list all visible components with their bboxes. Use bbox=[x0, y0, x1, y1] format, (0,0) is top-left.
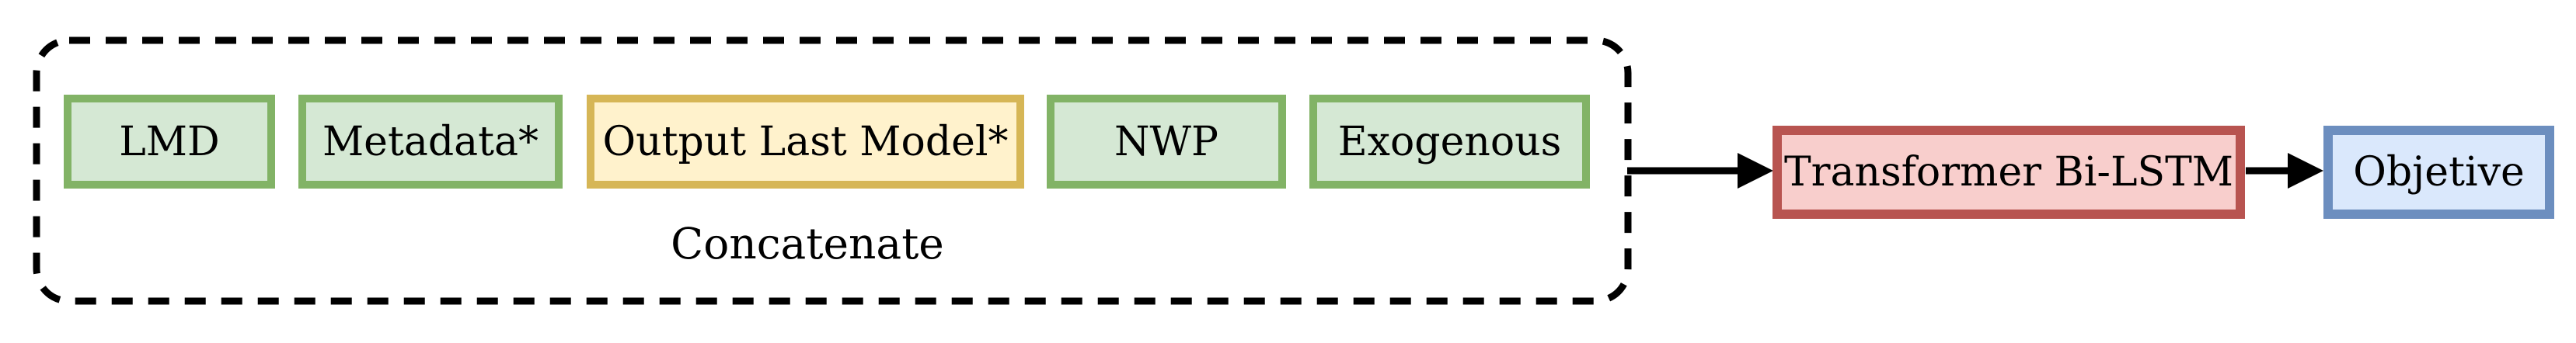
concatenate-group-label: Concatenate bbox=[671, 219, 944, 269]
input-box-nwp: NWP bbox=[1047, 95, 1286, 189]
input-box-output-last-model-label: Output Last Model* bbox=[602, 118, 1009, 165]
objetive-box: Objetive bbox=[2323, 126, 2554, 219]
objetive-label: Objetive bbox=[2353, 149, 2525, 196]
input-box-lmd: LMD bbox=[64, 95, 275, 189]
input-box-lmd-label: LMD bbox=[119, 118, 220, 165]
input-box-exogenous-label: Exogenous bbox=[1337, 118, 1562, 165]
input-box-metadata-label: Metadata* bbox=[322, 118, 539, 165]
input-box-exogenous: Exogenous bbox=[1309, 95, 1590, 189]
arrow-transformer-to-objetive-icon bbox=[2246, 153, 2323, 189]
transformer-bilstm-box: Transformer Bi-LSTM bbox=[1773, 126, 2245, 219]
transformer-bilstm-label: Transformer Bi-LSTM bbox=[1783, 149, 2234, 196]
input-box-output-last-model: Output Last Model* bbox=[587, 95, 1024, 189]
input-box-nwp-label: NWP bbox=[1114, 118, 1218, 165]
arrow-concatenate-to-transformer-icon bbox=[1627, 153, 1773, 189]
input-box-metadata: Metadata* bbox=[298, 95, 563, 189]
